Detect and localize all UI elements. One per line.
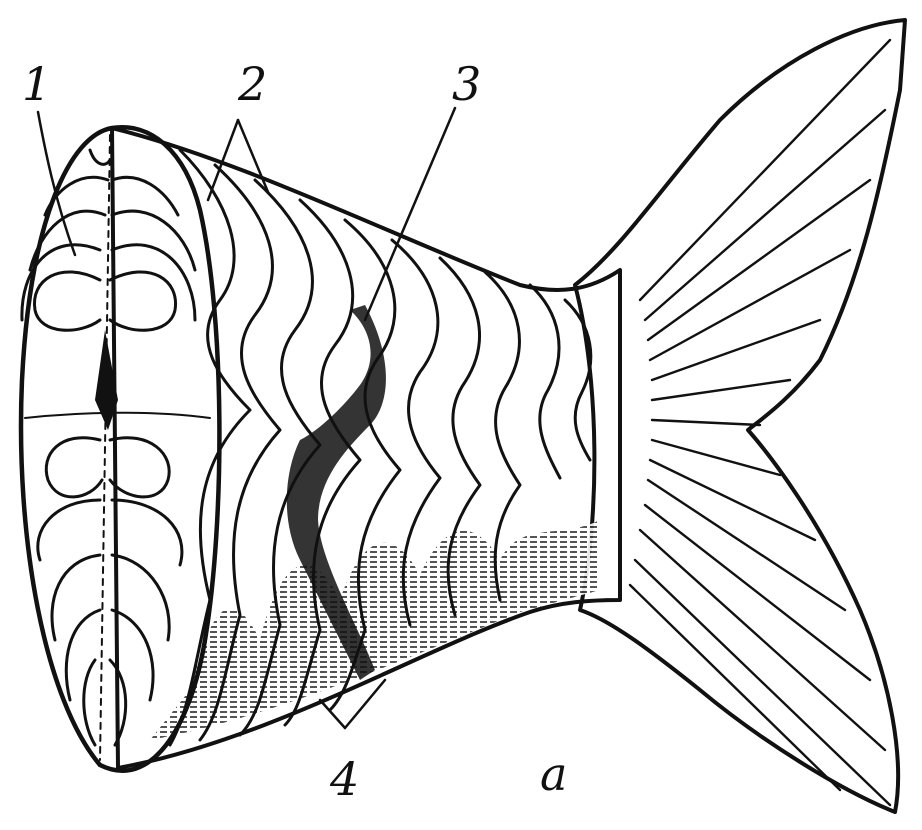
callout-2: 2	[237, 57, 267, 111]
callout-4: 4	[329, 752, 359, 806]
cross-section	[21, 127, 219, 770]
leader-4a	[320, 700, 345, 728]
caudal-fin	[575, 20, 905, 812]
leader-2b	[238, 120, 268, 192]
callout-1: 1	[22, 57, 51, 111]
callout-3: 3	[452, 57, 481, 111]
leader-3	[365, 108, 455, 320]
panel-label: a	[540, 747, 567, 801]
tail-body	[112, 128, 620, 768]
